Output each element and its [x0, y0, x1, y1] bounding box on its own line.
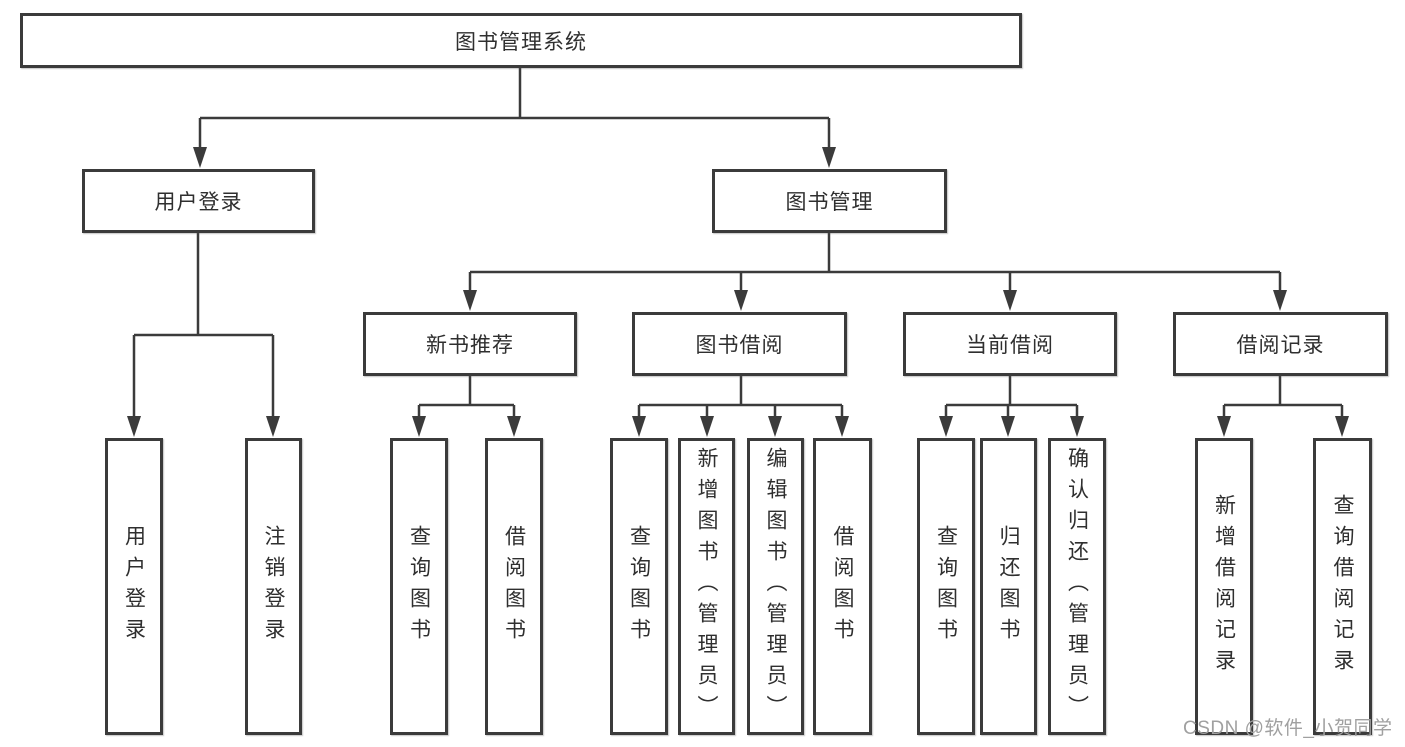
leaf-query-borrow-record: 查询借阅记录	[1313, 438, 1372, 735]
node-borrow-records: 借阅记录	[1173, 312, 1388, 376]
node-book-management: 图书管理	[712, 169, 947, 233]
leaf-query-books-recommend: 查询图书	[390, 438, 448, 735]
node-label: 借阅图书	[502, 524, 526, 649]
leaf-borrow-books: 借阅图书	[813, 438, 872, 735]
node-label: 查询图书	[627, 524, 651, 649]
leaf-query-books-borrow: 查询图书	[610, 438, 668, 735]
node-label: 图书借阅	[695, 334, 784, 357]
leaf-logout-login: 注销登录	[245, 438, 302, 735]
node-label: 当前借阅	[966, 334, 1054, 357]
node-label: 用户登录	[154, 191, 243, 214]
node-label: 编辑图书（管理员）	[764, 447, 787, 726]
node-label: 查询图书	[934, 524, 958, 649]
node-label: 图书管理	[785, 191, 874, 214]
leaf-confirm-return-admin: 确认归还（管理员）	[1048, 438, 1106, 735]
node-label: 借阅图书	[831, 524, 854, 649]
node-label: 借阅记录	[1236, 334, 1325, 357]
node-label: 用户登录	[122, 524, 146, 649]
node-new-book-recommend: 新书推荐	[363, 312, 577, 376]
csdn-watermark: CSDN @软件_小贺同学	[1183, 718, 1393, 739]
leaf-query-books-current: 查询图书	[917, 438, 975, 735]
node-root-system: 图书管理系统	[20, 13, 1022, 68]
node-label: 查询图书	[407, 524, 431, 649]
node-current-borrow: 当前借阅	[903, 312, 1117, 376]
node-user-login: 用户登录	[82, 169, 315, 233]
node-label: 新书推荐	[426, 334, 514, 357]
node-label: 查询借阅记录	[1331, 493, 1354, 680]
leaf-add-borrow-record: 新增借阅记录	[1195, 438, 1253, 735]
leaf-return-book: 归还图书	[980, 438, 1037, 735]
node-label: 注销登录	[262, 524, 285, 649]
node-book-borrow: 图书借阅	[632, 312, 847, 376]
node-label: 图书管理系统	[455, 30, 587, 54]
leaf-edit-book-admin: 编辑图书（管理员）	[747, 438, 804, 735]
leaf-add-book-admin: 新增图书（管理员）	[678, 438, 735, 735]
node-label: 归还图书	[997, 524, 1020, 649]
leaf-user-login: 用户登录	[105, 438, 163, 735]
leaf-borrow-books-recommend: 借阅图书	[485, 438, 543, 735]
node-label: 新增借阅记录	[1212, 493, 1236, 680]
node-label: 确认归还（管理员）	[1065, 447, 1089, 726]
node-label: 新增图书（管理员）	[695, 447, 718, 726]
